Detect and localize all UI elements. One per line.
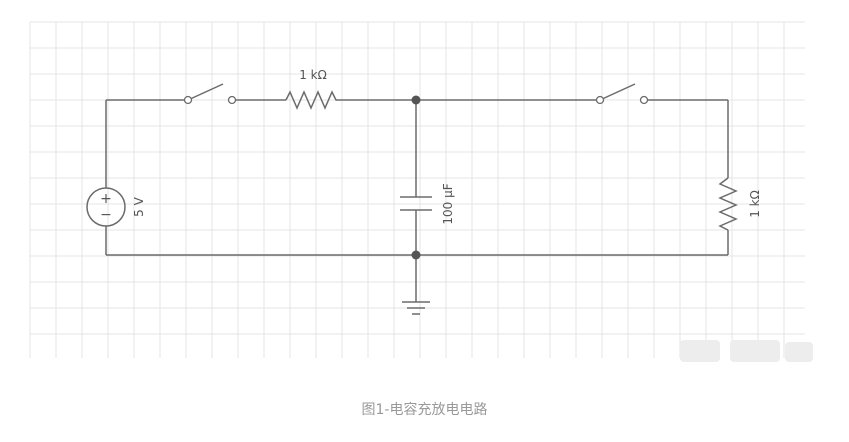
resistor-top (285, 90, 340, 110)
voltage-source-label: 5 V (132, 196, 146, 216)
source-plus-sign: + (100, 191, 112, 207)
grid-background (29, 21, 805, 358)
source-minus-sign: − (100, 207, 112, 223)
junction-node-bottom (411, 250, 421, 260)
figure-caption: 图1-电容充放电电路 (361, 402, 488, 418)
resistor-right-label: 1 kΩ (748, 190, 762, 218)
resistor-top-label: 1 kΩ (299, 68, 327, 82)
capacitor-label: 100 µF (441, 183, 455, 224)
watermark-blur (680, 340, 813, 362)
switch-2 (595, 83, 649, 105)
junction-node-top (411, 95, 421, 105)
ground-symbol (402, 301, 430, 315)
switch-1 (183, 83, 237, 105)
resistor-right (718, 177, 738, 231)
voltage-source: + − (86, 187, 126, 227)
capacitor (400, 196, 432, 211)
